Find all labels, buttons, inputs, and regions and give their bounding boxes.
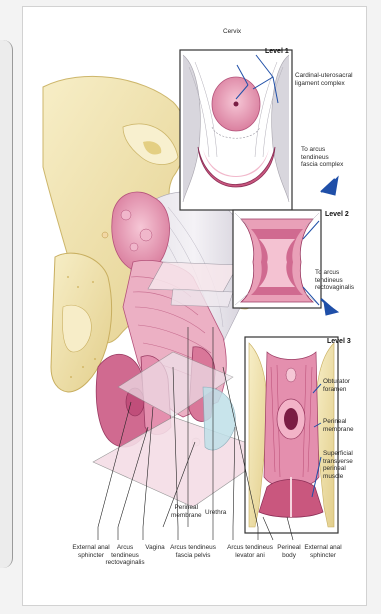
label-superficial-transverse: Superficial transverse perineal muscle: [323, 450, 353, 480]
level3-inset: [245, 337, 338, 533]
label-arcus-rectovaginalis: Arcus tendineus rectovaginalis: [105, 544, 145, 567]
label-cervix: Cervix: [223, 28, 241, 36]
label-arcus-fascia-pelvis: Arcus tendineus fascia pelvis: [163, 544, 223, 559]
diagram-canvas: Cervix Level 1 Cardinal-uterosacral liga…: [22, 6, 367, 606]
label-perineal-membrane-bottom: Perineal membrane: [171, 504, 202, 519]
label-obturator-foramen: Obturator foramen: [323, 378, 350, 393]
level2-inset: [233, 210, 321, 308]
label-cardinal-uterosacral: Cardinal-uterosacral ligament complex: [295, 72, 353, 87]
label-to-arcus-fascia: To arcus tendineus fascia complex: [301, 146, 343, 169]
label-to-arcus-recto: To arcus tendineus rectovaginalis: [315, 269, 354, 292]
label-perineal-membrane-right: Perineal membrane: [323, 418, 354, 433]
arrow-heads: [323, 177, 338, 315]
label-urethra: Urethra: [205, 509, 226, 517]
label-external-anal-right: External anal sphincter: [299, 544, 347, 559]
label-level1: Level 1: [265, 48, 289, 56]
left-panel-edge: [0, 40, 13, 568]
level1-inset: [180, 50, 292, 210]
label-level3: Level 3: [327, 338, 351, 346]
label-arcus-levator-ani: Arcus tendineus levator ani: [221, 544, 279, 559]
label-level2: Level 2: [325, 211, 349, 219]
